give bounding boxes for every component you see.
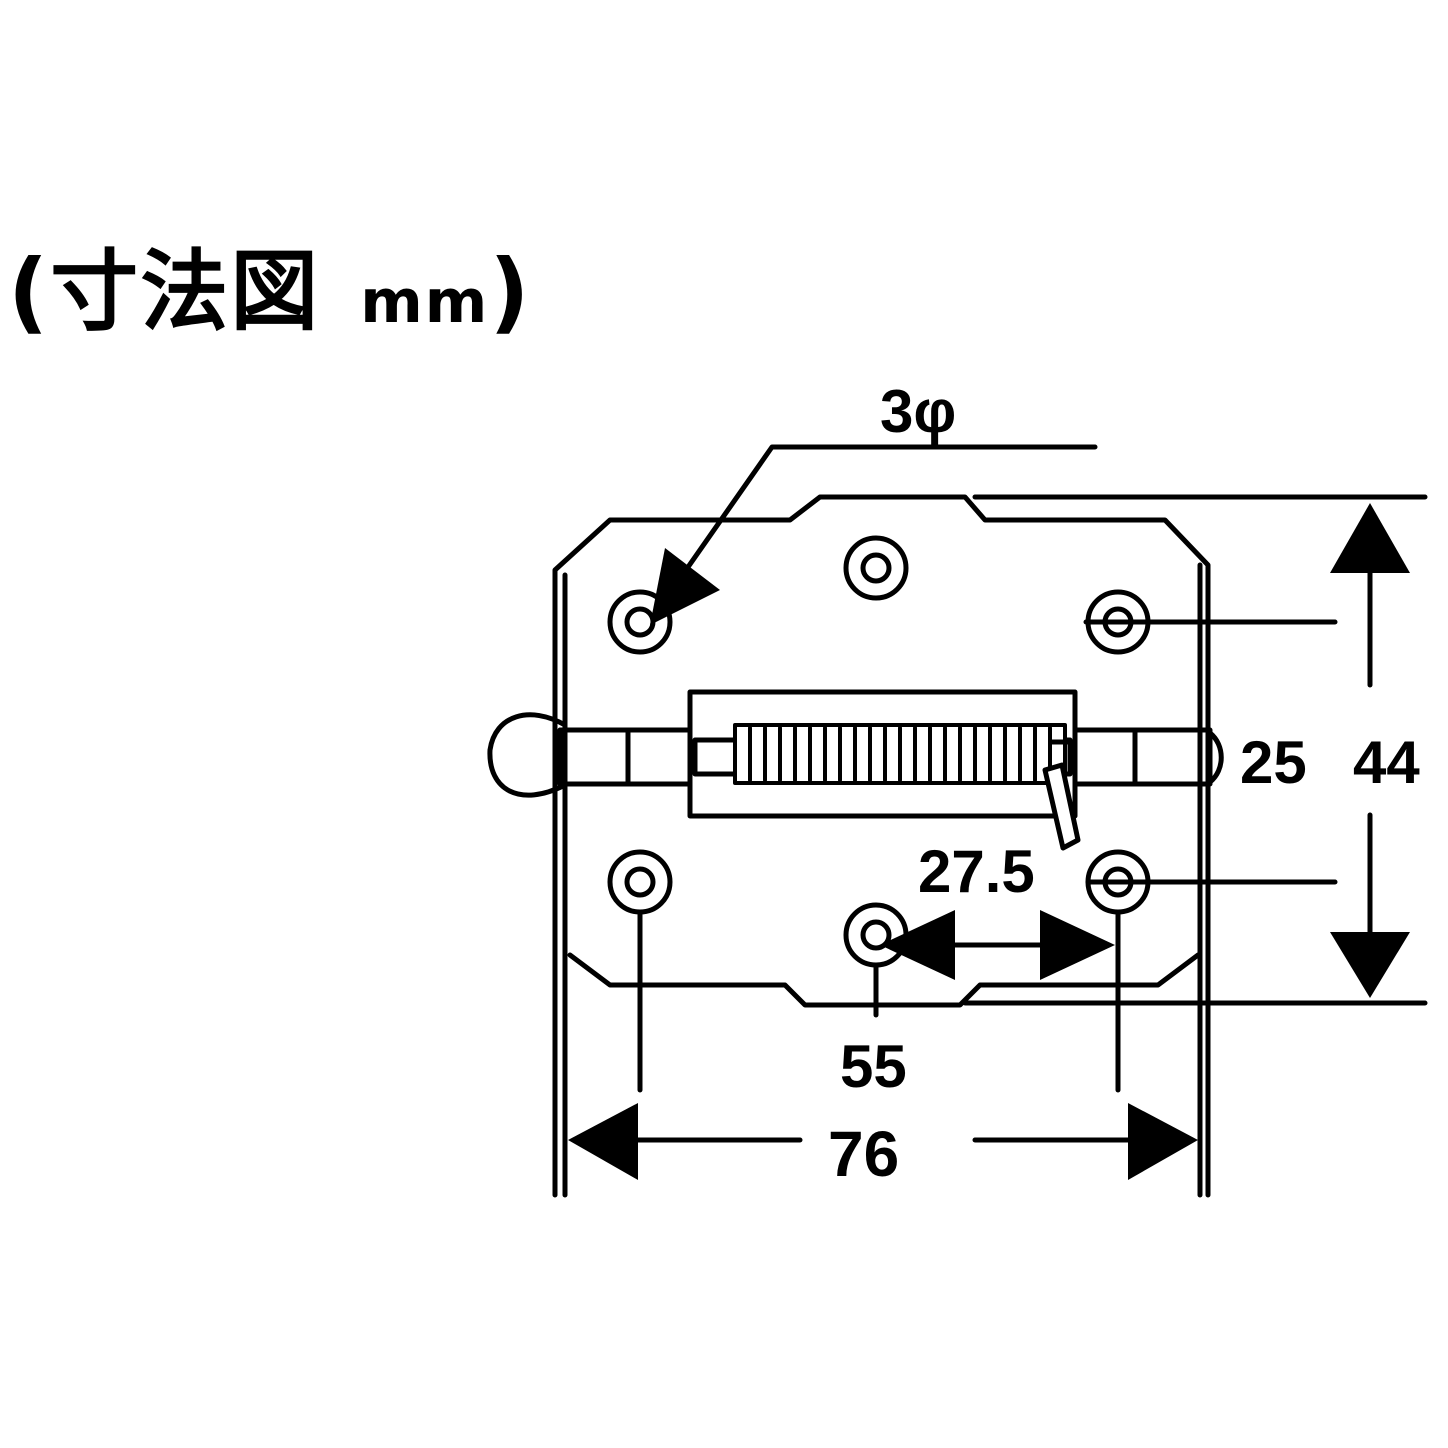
height-arrow-down: [1330, 932, 1410, 998]
screw-hole-bottom-right: [1085, 849, 1338, 1093]
hole-spacing-label: 55: [840, 1033, 907, 1100]
hole-diameter-label: 3φ: [880, 378, 956, 445]
spring: [733, 723, 1067, 785]
screw-hole-bottom-center: [843, 902, 909, 1018]
center-spacing-label: 27.5: [918, 838, 1035, 905]
screw-hole-top-right: [1083, 589, 1338, 655]
width-arrow-left: [568, 1103, 638, 1180]
title-open-paren: (: [8, 240, 51, 343]
total-width-label: 76: [828, 1118, 899, 1190]
title-close-paren: ): [489, 240, 532, 343]
title-unit: mm: [360, 267, 490, 337]
hole-leader-line: [662, 444, 1098, 603]
height-arrow-up: [1330, 503, 1410, 573]
hole-leader-arrowhead: [650, 548, 720, 625]
center-spacing-arrow-right: [1040, 910, 1115, 980]
total-height-label: 44: [1353, 729, 1420, 796]
width-arrow-right: [1128, 1103, 1198, 1180]
center-spacing-arrow-left: [880, 910, 955, 980]
plate-outline: [552, 494, 1211, 1198]
screw-hole-top-center: [843, 535, 909, 601]
title-label: 寸法図: [50, 240, 321, 343]
bolt-handle: [1042, 762, 1081, 851]
screw-hole-bottom-left: [607, 849, 673, 1093]
bolt-knob: [487, 712, 568, 798]
bolt-height-label: 25: [1240, 729, 1307, 796]
